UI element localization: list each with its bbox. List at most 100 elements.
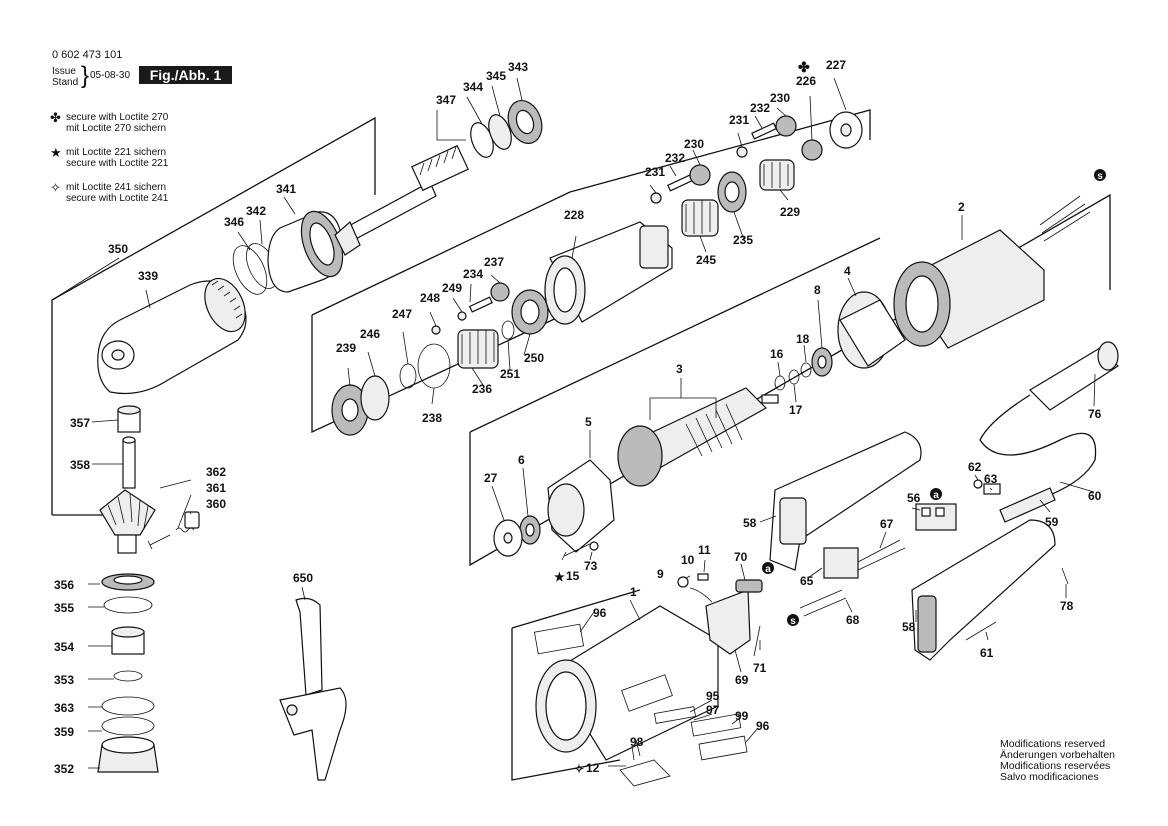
gear-237 bbox=[490, 282, 510, 302]
motor-housing-1 bbox=[533, 605, 719, 761]
brace-glyph: } bbox=[81, 62, 90, 89]
part-number: 5 bbox=[585, 415, 592, 429]
handle-half-58a bbox=[769, 431, 922, 571]
part-number: 18 bbox=[796, 332, 810, 346]
part-number: 230 bbox=[684, 137, 704, 151]
ring-18 bbox=[800, 362, 812, 378]
part-number: 10 bbox=[681, 553, 695, 567]
knurled-nut-341 bbox=[267, 210, 344, 293]
leader-lines bbox=[51, 77, 1096, 769]
pin-234 bbox=[468, 296, 493, 313]
part-number: 230 bbox=[770, 91, 790, 105]
angle-head-housing bbox=[97, 277, 247, 395]
part-number: 96 bbox=[756, 719, 770, 733]
part-number: 60 bbox=[1088, 489, 1102, 503]
part-number: 232 bbox=[750, 101, 770, 115]
part-number: 96 bbox=[593, 606, 607, 620]
ring-359 bbox=[101, 716, 155, 736]
bevel-gear bbox=[99, 489, 156, 554]
clover-icon: ✤ bbox=[50, 110, 61, 125]
part-number: 65 bbox=[800, 574, 814, 588]
part-number: 238 bbox=[422, 411, 442, 425]
wires-68 bbox=[799, 589, 847, 617]
part-number: 350 bbox=[108, 242, 128, 256]
needle-bearing-357 bbox=[117, 405, 141, 433]
clover-icon: ✤ bbox=[798, 59, 810, 75]
ring-251 bbox=[501, 320, 515, 340]
part-number: 61 bbox=[980, 646, 994, 660]
callout-s-wires: s bbox=[787, 614, 799, 627]
ring-4 bbox=[837, 291, 906, 369]
part-number: 27 bbox=[484, 471, 498, 485]
part-number: 356 bbox=[54, 578, 74, 592]
part-number: 70 bbox=[734, 550, 748, 564]
legend-line: mit Loctite 270 sichern bbox=[66, 123, 167, 134]
svg-text:s: s bbox=[790, 616, 796, 627]
bearing-8 bbox=[811, 347, 833, 377]
ring-363 bbox=[101, 696, 155, 716]
part-number: 251 bbox=[500, 367, 520, 381]
part-number: 237 bbox=[484, 255, 504, 269]
part-number: 67 bbox=[880, 517, 894, 531]
part-number: 363 bbox=[54, 701, 74, 715]
part-number: 95 bbox=[706, 689, 720, 703]
part-number: 232 bbox=[665, 151, 685, 165]
washer-27-hole bbox=[503, 532, 513, 544]
part-number: 59 bbox=[1045, 515, 1059, 529]
group-frame-upper-right bbox=[569, 109, 871, 193]
screw-12 bbox=[635, 739, 641, 757]
planet-carrier-245 bbox=[681, 199, 719, 237]
cable-plug-76 bbox=[1029, 341, 1119, 411]
pin-358 bbox=[122, 436, 136, 489]
screw-78 bbox=[1061, 567, 1069, 585]
part-number: 362 bbox=[206, 465, 226, 479]
washer-73 bbox=[589, 541, 599, 551]
part-number: 234 bbox=[463, 267, 483, 281]
fan-5 bbox=[547, 459, 615, 553]
legend-line: mit Loctite 241 sichern bbox=[66, 182, 167, 193]
part-number: 346 bbox=[224, 215, 244, 229]
strain-relief-59 bbox=[999, 487, 1056, 523]
legend-line: secure with Loctite 241 bbox=[66, 193, 169, 204]
part-number: 358 bbox=[70, 458, 90, 472]
screw-62 bbox=[973, 479, 983, 489]
part-number: 226 bbox=[796, 74, 816, 88]
part-number: 354 bbox=[54, 640, 74, 654]
part-number: 250 bbox=[524, 351, 544, 365]
part-number: 650 bbox=[293, 571, 313, 585]
mod-line: Modifications reservées bbox=[1000, 760, 1111, 772]
ring-247 bbox=[399, 363, 417, 389]
part-number: 8 bbox=[814, 283, 821, 297]
part-number: 231 bbox=[645, 165, 665, 179]
switch-65 bbox=[823, 539, 906, 579]
figure-label: Fig./Abb. 1 bbox=[139, 66, 232, 84]
needle-231a bbox=[650, 192, 662, 204]
group-frame-motor bbox=[469, 193, 1111, 567]
part-number: 11 bbox=[698, 543, 711, 557]
bearing-250 bbox=[511, 289, 549, 335]
part-number: 15 bbox=[566, 569, 580, 583]
group-frame-350 bbox=[51, 116, 376, 515]
bearing-235 bbox=[717, 171, 747, 213]
part-number: 98 bbox=[630, 735, 644, 749]
mod-line: Modifications reserved bbox=[1000, 738, 1106, 750]
cap-352 bbox=[97, 736, 159, 773]
star-icon: ★ bbox=[50, 145, 62, 160]
bearing-343 bbox=[507, 100, 543, 144]
bracket-650 bbox=[279, 597, 347, 781]
part-number: 68 bbox=[846, 613, 860, 627]
part-number: 63 bbox=[984, 472, 998, 486]
part-number: 12 bbox=[586, 761, 600, 775]
earth-screw-10 bbox=[677, 576, 689, 588]
pin-232b bbox=[751, 122, 777, 140]
legend-line: secure with Loctite 221 bbox=[66, 158, 169, 169]
part-number: 248 bbox=[420, 291, 440, 305]
legend-line: mit Loctite 221 sichern bbox=[66, 147, 167, 158]
part-number: 355 bbox=[54, 601, 74, 615]
outline-star-icon: ✧ bbox=[50, 180, 61, 195]
part-number: 78 bbox=[1060, 599, 1074, 613]
part-number: 361 bbox=[206, 481, 226, 495]
part-number: 2 bbox=[958, 200, 965, 214]
ring-346 bbox=[232, 245, 268, 295]
